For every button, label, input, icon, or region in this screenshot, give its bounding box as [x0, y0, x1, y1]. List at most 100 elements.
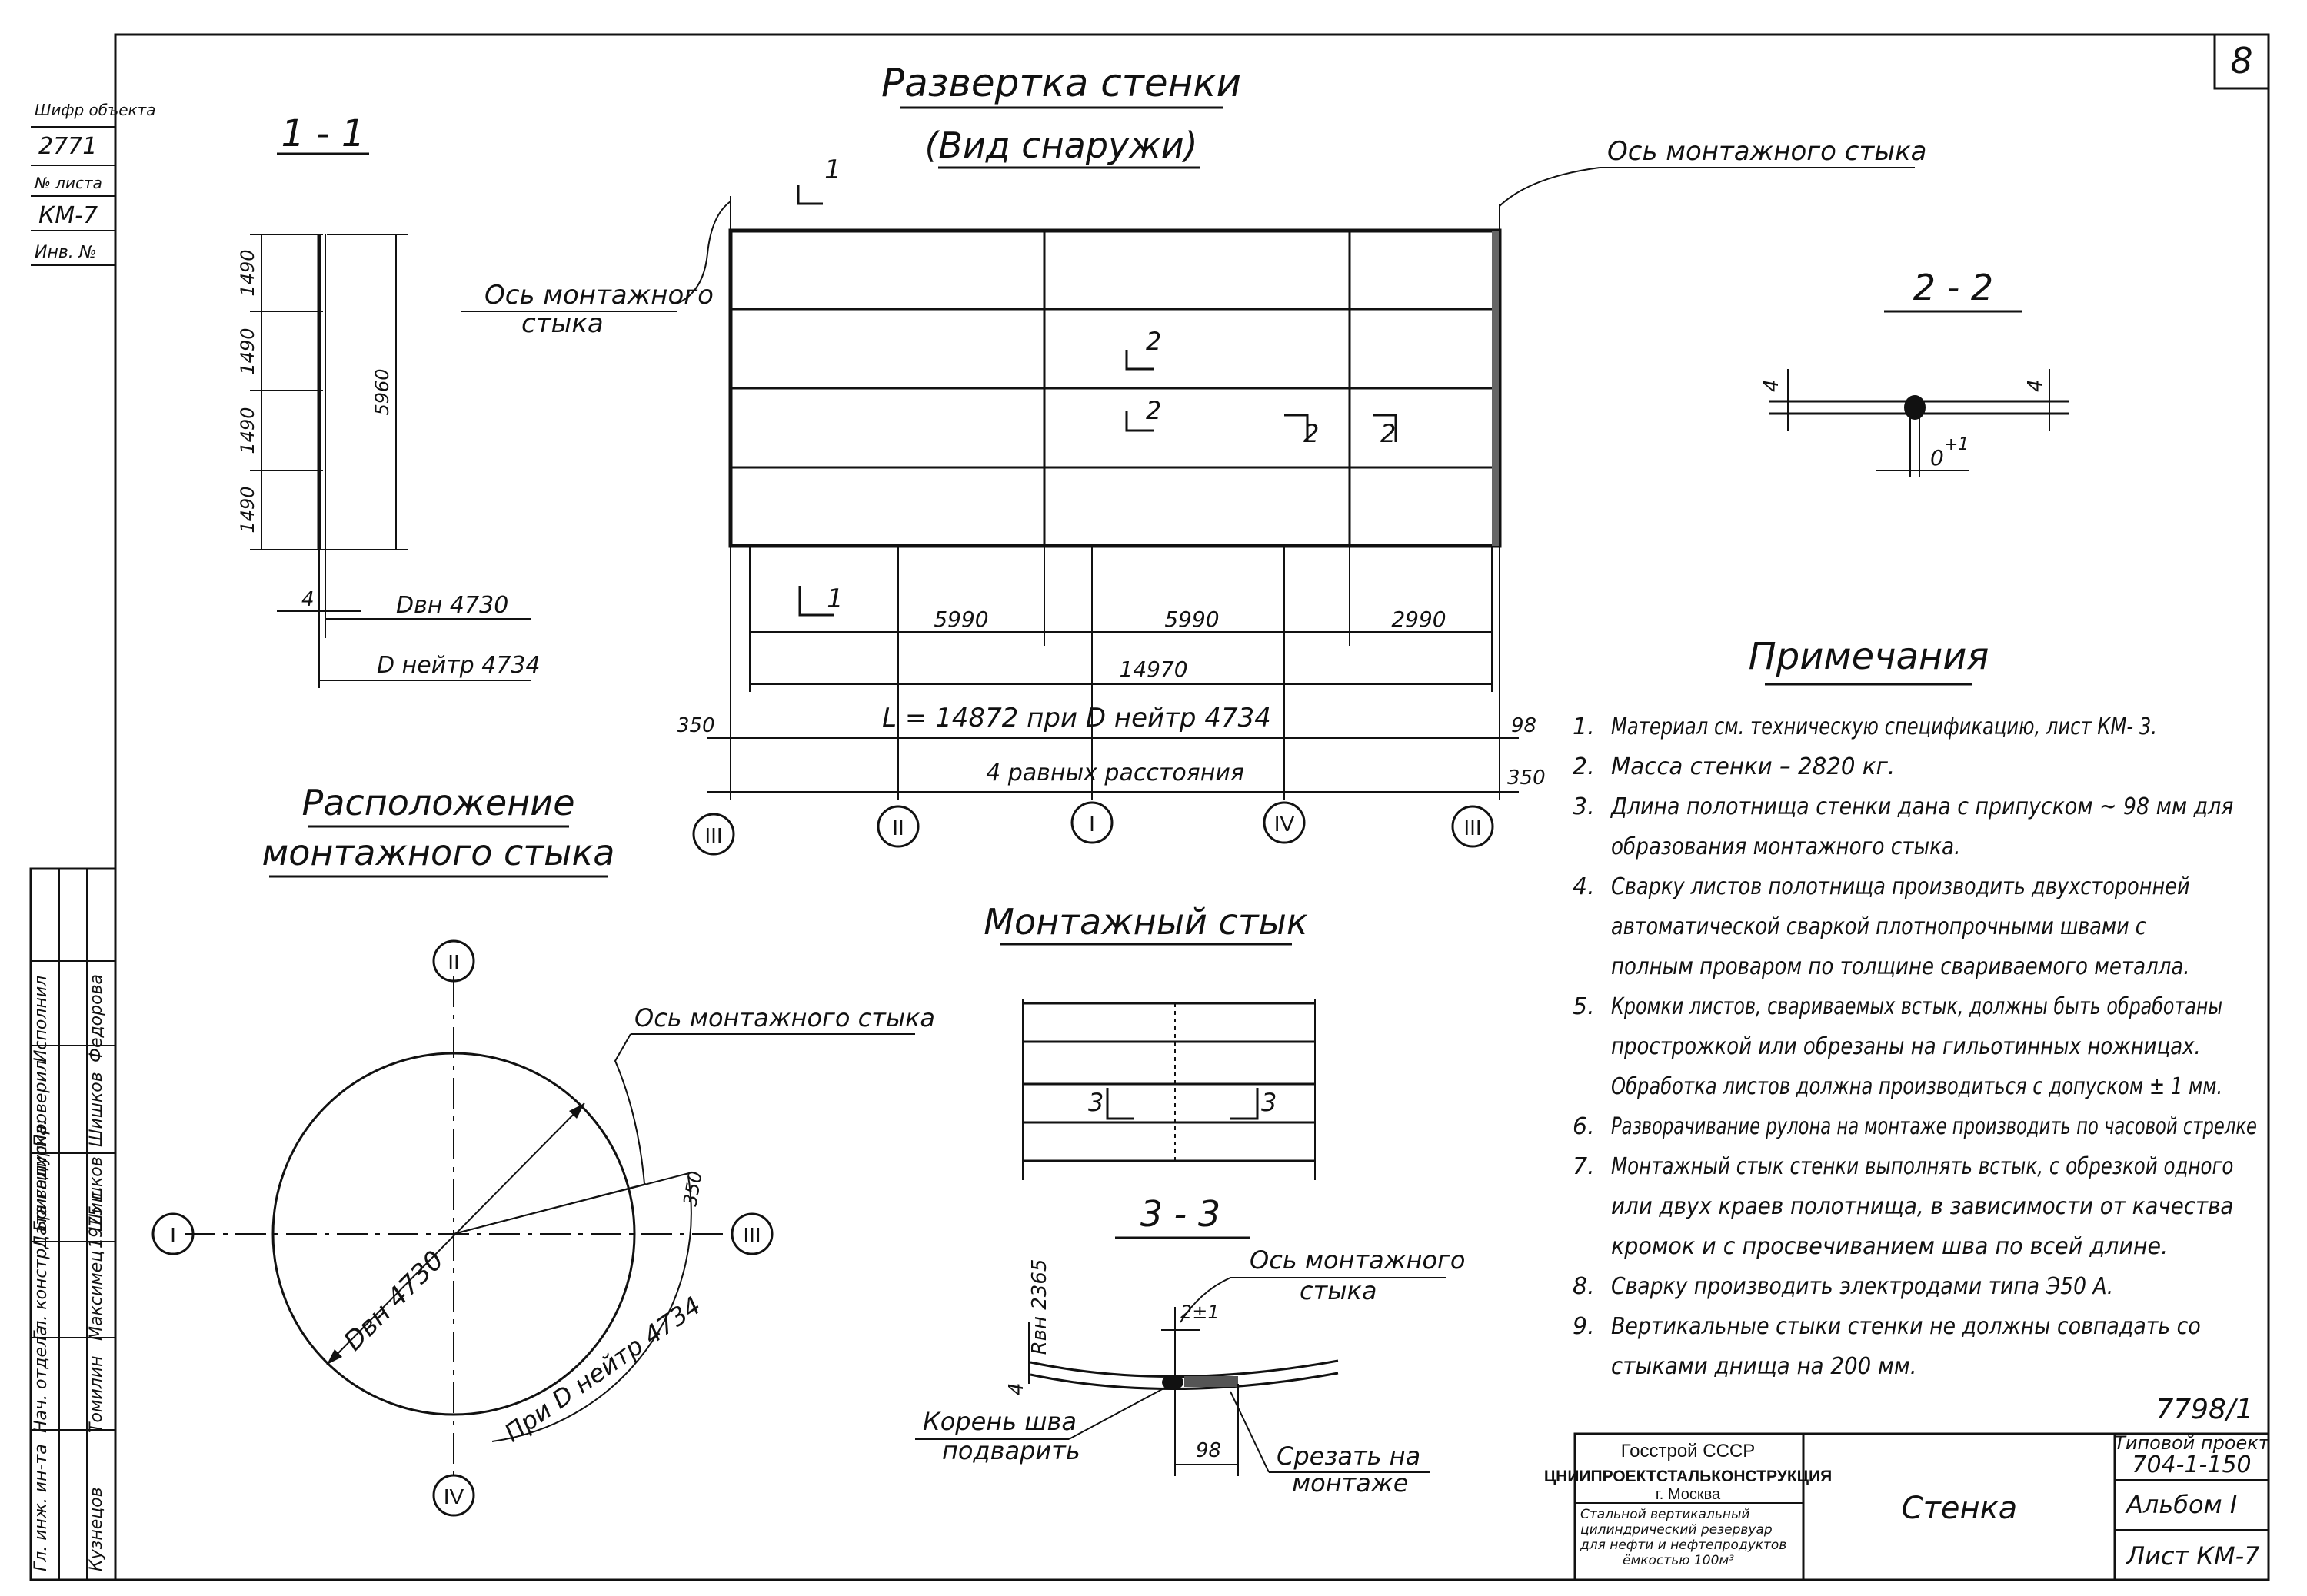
cut-1-bottom: 1	[827, 584, 844, 614]
course-height-1: 1490	[237, 249, 258, 296]
desc-4: ёмкостью 100м³	[1623, 1553, 1734, 1568]
note-number: 2.	[1573, 753, 1595, 780]
desc-1: Стальной вертикальный	[1580, 1507, 1749, 1522]
dim-offset-left: 350	[677, 714, 715, 737]
left-margin-table: Шифр объекта 2771 № листа КМ-7 Инв. №	[31, 101, 156, 266]
dim-seg-3: 2990	[1391, 607, 1446, 632]
svg-text:III: III	[704, 823, 722, 847]
note-number: 9.	[1573, 1313, 1595, 1340]
dim-total: 14970	[1119, 657, 1187, 682]
axis-bubble-4: IV	[1263, 801, 1306, 844]
s22-thk-right: 4	[2024, 379, 2047, 392]
note-line: Длина полотнища стенки дана с припуском …	[1610, 793, 2233, 820]
inv-label: Инв. №	[35, 243, 97, 262]
s33-trim-1: Срезать на	[1277, 1441, 1420, 1471]
layout-axis-1: I	[151, 1212, 195, 1255]
sig2-role: Исполнил	[32, 976, 51, 1062]
s33-radius: Rвн 2365	[1028, 1259, 1051, 1355]
drawing-number: 7798/1	[2156, 1394, 2253, 1425]
sig-name: Томилин	[87, 1355, 106, 1433]
sig-role: Гл. констр.	[32, 1243, 51, 1341]
s33-axis-2: стыка	[1300, 1276, 1377, 1305]
desc-2: цилиндрический резервуар	[1580, 1522, 1773, 1538]
note-line: Масса стенки – 2820 кг.	[1611, 753, 1895, 780]
svg-text:I: I	[1089, 812, 1095, 836]
note-line: кромок и с просвечиванием шва по всей дл…	[1611, 1233, 2168, 1260]
note-line: полным проваром по толщине свариваемого …	[1611, 953, 2190, 980]
joint-axis-left-2: стыка	[521, 308, 604, 339]
album: Альбом I	[2125, 1490, 2237, 1519]
axis-bubble-5: III	[1451, 805, 1494, 848]
axis-bubble-3: I	[1070, 801, 1114, 844]
layout-diameter: Dвн 4730	[338, 1245, 450, 1357]
note-line: или двух краев полотнища, в зависимости …	[1611, 1193, 2233, 1220]
course-height-2: 1490	[237, 328, 258, 374]
org-1: Госстрой СССР	[1621, 1441, 1756, 1461]
dim-offset-right-bottom: 350	[1507, 766, 1546, 790]
sig2-role: Бригадир	[32, 1145, 51, 1232]
notes-list: 1.Материал см. техническую спецификацию,…	[1573, 713, 2257, 1380]
trim-allowance	[1492, 231, 1500, 546]
sheet-label: № листа	[34, 174, 102, 192]
note-line: автоматической сваркой плотнопрочными шв…	[1611, 913, 2146, 940]
notes-title: Примечания	[1749, 635, 1989, 678]
joint-layout: Расположение монтажного стыка II I III I…	[151, 782, 935, 1517]
sig-name: Максимец	[87, 1251, 106, 1341]
axis-bubble-1: III	[692, 813, 735, 856]
svg-text:III: III	[743, 1223, 761, 1247]
unfolding-title: Развертка стенки	[881, 61, 1241, 105]
desc-3: для нефти и нефтепродуктов	[1580, 1538, 1786, 1553]
unfolding-subtitle: (Вид снаружи)	[924, 125, 1197, 166]
title-block: 7798/1 Госстрой СССР ЦНИИПРОЕКТСТАЛЬКОНС…	[1544, 1394, 2270, 1581]
wall-unfolding: Развертка стенки (Вид снаружи) Ось монта…	[461, 61, 1926, 856]
section-3-3: 3 - 3 Rвн 2365 4 2±1 Ось монтажного стык…	[915, 1193, 1465, 1498]
d-inner: Dвн 4730	[396, 592, 508, 619]
layout-axis-label: Ось монтажного стыка	[634, 1003, 935, 1032]
course-height-3: 1490	[237, 407, 258, 454]
sig-name: Кузнецов	[87, 1487, 106, 1571]
section-2-2-title: 2 - 2	[1913, 267, 1993, 308]
s33-axis-1: Ось монтажного	[1250, 1245, 1465, 1275]
org-3: г. Москва	[1656, 1486, 1721, 1503]
section-2-2: 2 - 2 4 4 0 +1	[1760, 267, 2069, 477]
s33-gap: 2±1	[1180, 1302, 1220, 1323]
layout-neutral: При D нейтр 4734	[499, 1291, 706, 1448]
note-line: Сварку производить электродами типа Э50 …	[1611, 1273, 2113, 1300]
s22-gap-tol: +1	[1944, 435, 1969, 454]
cut-3-b: 3	[1261, 1088, 1277, 1117]
sig2-name: Федорова	[87, 974, 106, 1062]
note-number: 6.	[1573, 1113, 1595, 1140]
note-number: 3.	[1573, 793, 1595, 820]
layout-axis-3: III	[731, 1212, 774, 1255]
sheet-code: КМ-7	[38, 202, 98, 229]
proj-label: Типовой проект	[2114, 1432, 2270, 1454]
cut-2-d: 2	[1380, 419, 1396, 448]
note-line: Обработка листов должна производиться с …	[1611, 1073, 2222, 1100]
note-number: 5.	[1573, 993, 1595, 1020]
drawing-name: Стенка	[1902, 1491, 2018, 1526]
dim-seg-1: 5990	[934, 607, 988, 632]
s33-offset: 98	[1196, 1439, 1221, 1462]
note-number: 1.	[1573, 713, 1595, 740]
svg-text:III: III	[1463, 816, 1481, 840]
proj-number: 704-1-150	[2132, 1451, 2251, 1478]
note-line: стыками днища на 200 мм.	[1611, 1353, 1917, 1380]
sheet-number-box	[2213, 33, 2270, 90]
section-3-3-title: 3 - 3	[1140, 1193, 1220, 1235]
section-1-1: 1 - 1 1490 1490 1490 1490 5960 4 Dвн 473…	[237, 112, 541, 688]
plate-thickness: 4	[301, 588, 315, 611]
stamp-sheet: Лист КМ-7	[2126, 1541, 2260, 1571]
sig-role: Нач. отдела	[32, 1325, 51, 1433]
section-1-1-title: 1 - 1	[281, 112, 365, 155]
field-joint: Монтажный стык 3 3	[984, 901, 1316, 1180]
layout-axis-4: IV	[432, 1474, 475, 1517]
note-number: 4.	[1573, 873, 1595, 900]
course-height-4: 1490	[237, 486, 258, 533]
s33-root-2: подварить	[942, 1436, 1080, 1465]
joint-axis-right: Ось монтажного стыка	[1607, 136, 1926, 167]
s33-thickness: 4	[1005, 1382, 1028, 1395]
sig-name: 1975 г.	[87, 1185, 106, 1249]
svg-text:II: II	[892, 816, 904, 840]
d-neutral: D нейтр 4734	[377, 652, 541, 679]
